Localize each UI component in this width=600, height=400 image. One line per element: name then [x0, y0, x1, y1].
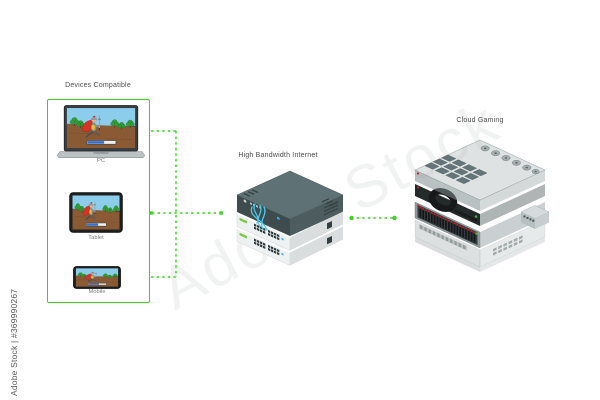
top-tray-led-red: [416, 172, 420, 175]
mobile-label: Mobile: [88, 289, 106, 295]
devices-panel-border: [47, 99, 150, 303]
laptop-icon: [57, 105, 145, 159]
devices-panel-title: Devices Compatible: [65, 82, 131, 89]
connector-endpoint-dot: [349, 215, 354, 221]
patch-cables: [250, 203, 268, 231]
switch-ports: [239, 217, 284, 256]
disk-tray-led-red: [416, 204, 420, 207]
connector-endpoint-square: [219, 211, 223, 215]
unit-led-green: [474, 215, 478, 218]
tablet-label: Tablet: [88, 235, 104, 241]
cloud-server-icon: [414, 139, 550, 272]
disk-tray-led-green: [475, 232, 478, 235]
cpu-grid: [424, 154, 488, 184]
base-front-vents: [419, 223, 467, 251]
router-switch-stack-icon: [236, 170, 344, 266]
connector-endpoint-square: [149, 211, 153, 215]
mobile-icon: [73, 266, 121, 289]
network-label: High Bandwidth Internet: [238, 152, 318, 159]
unit-led-red: [416, 186, 420, 189]
cloud-label: Cloud Gaming: [456, 117, 504, 124]
psu-box: [520, 205, 550, 229]
cable-bar: [455, 208, 477, 223]
connector-endpoint-dot: [392, 215, 397, 221]
router-side-vents: [324, 200, 338, 216]
switch-side-ports: [327, 220, 332, 245]
pc-label: PC: [96, 158, 106, 164]
base-side-vents: [493, 235, 523, 256]
tablet-icon: [69, 192, 123, 233]
router-top-vents: [243, 189, 338, 207]
fan-row: [480, 145, 540, 175]
disk-array: [417, 204, 478, 246]
